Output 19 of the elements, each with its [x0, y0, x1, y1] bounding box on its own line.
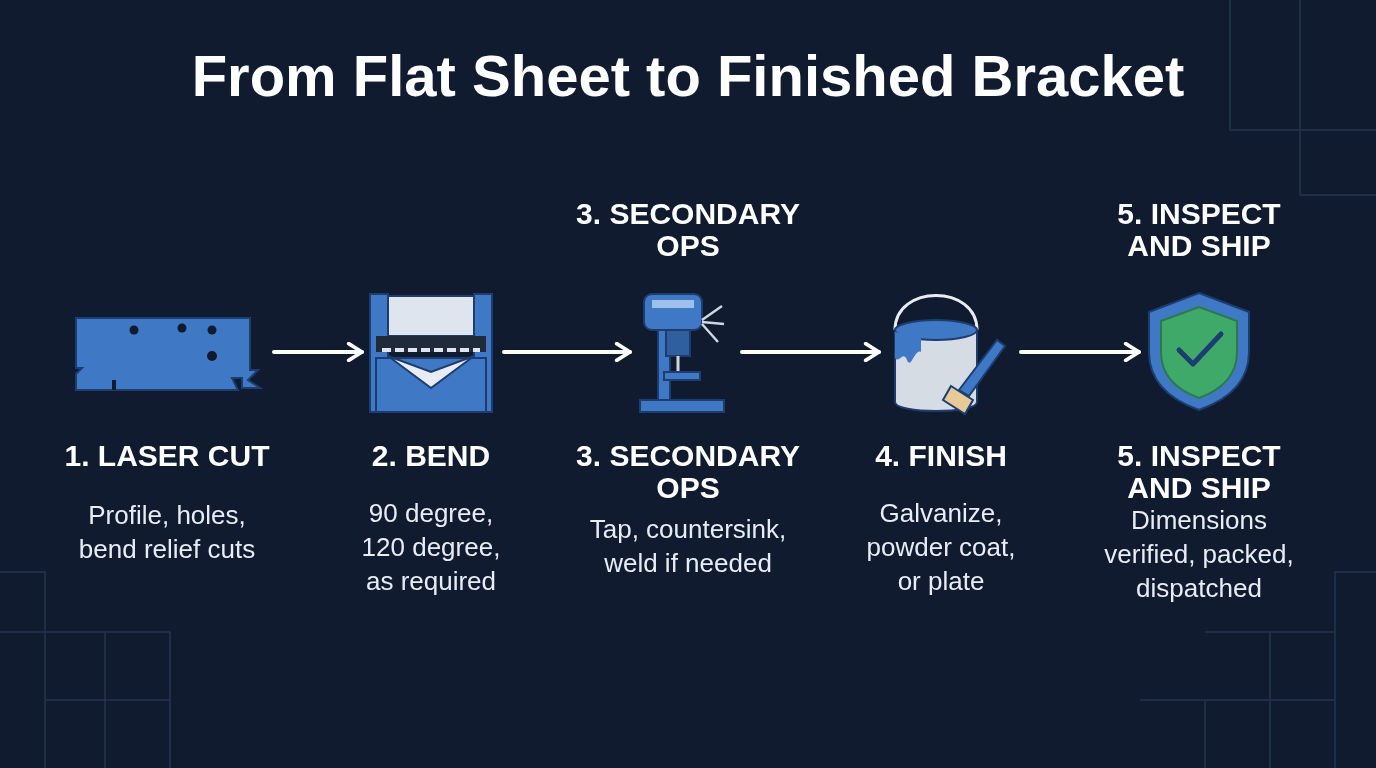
- diagram-title: From Flat Sheet to Finished Bracket: [190, 42, 1186, 109]
- arrow: [272, 341, 364, 363]
- step-description: 90 degree, 120 degree, as required: [360, 497, 502, 598]
- press-brake-drawing: [368, 292, 494, 414]
- arrow: [740, 341, 881, 363]
- step-description: Profile, holes, bend relief cuts: [77, 499, 257, 566]
- step-heading: 1. LASER CUT: [63, 440, 271, 472]
- arrow: [1019, 341, 1141, 363]
- step-heading: 4. FINISH: [874, 440, 1008, 472]
- step-description: Galvanize, powder coat, or plate: [865, 497, 1017, 598]
- check-shield-icon: [1145, 290, 1253, 412]
- step-heading: 3. SECONDARY OPS: [575, 440, 801, 504]
- step-heading: 5. INSPECT AND SHIP: [1116, 198, 1282, 262]
- step-description: Tap, countersink, weld if needed: [588, 513, 788, 580]
- step-heading: 2. BEND: [370, 440, 492, 472]
- step-heading: 3. SECONDARY OPS: [575, 198, 801, 262]
- arrow: [502, 341, 632, 363]
- step-heading: 5. INSPECT AND SHIP: [1116, 440, 1282, 504]
- step-description: Dimensions verified, packed, dispatched: [1103, 504, 1295, 605]
